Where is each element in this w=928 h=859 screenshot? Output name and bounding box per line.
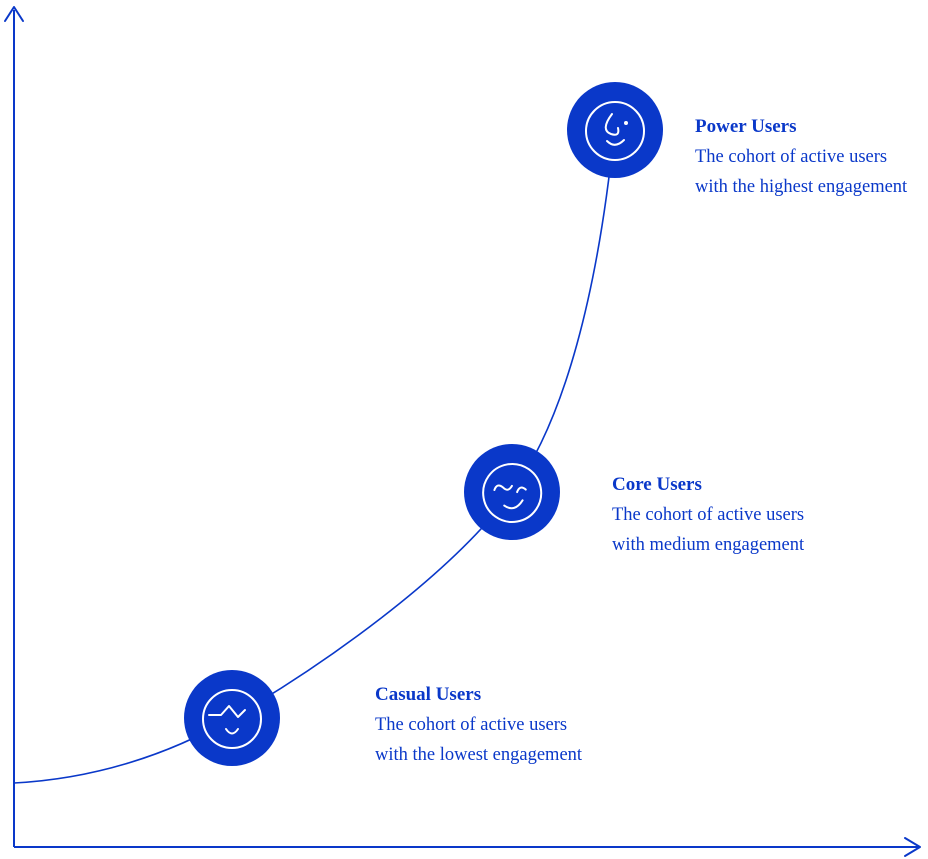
casual-users-title: Casual Users: [375, 684, 482, 705]
x-axis-arrow: [904, 837, 921, 857]
power-users-label: Power Users The cohort of active users w…: [695, 112, 920, 202]
core-users-description: The cohort of active users with medium e…: [612, 505, 805, 555]
y-axis-arrow: [4, 6, 24, 22]
casual-face-icon: [184, 670, 280, 766]
casual-users-label: Casual Users The cohort of active users …: [375, 680, 600, 770]
core-users-label: Core Users The cohort of active users wi…: [612, 470, 837, 560]
core-users-title: Core Users: [612, 474, 702, 495]
power-users-title: Power Users: [695, 116, 797, 137]
power-users-description: The cohort of active users with the high…: [695, 147, 908, 197]
power-face-icon: [567, 82, 663, 178]
casual-users-description: The cohort of active users with the lowe…: [375, 715, 583, 765]
growth-curve: [13, 132, 615, 784]
core-face-icon: [464, 444, 560, 540]
